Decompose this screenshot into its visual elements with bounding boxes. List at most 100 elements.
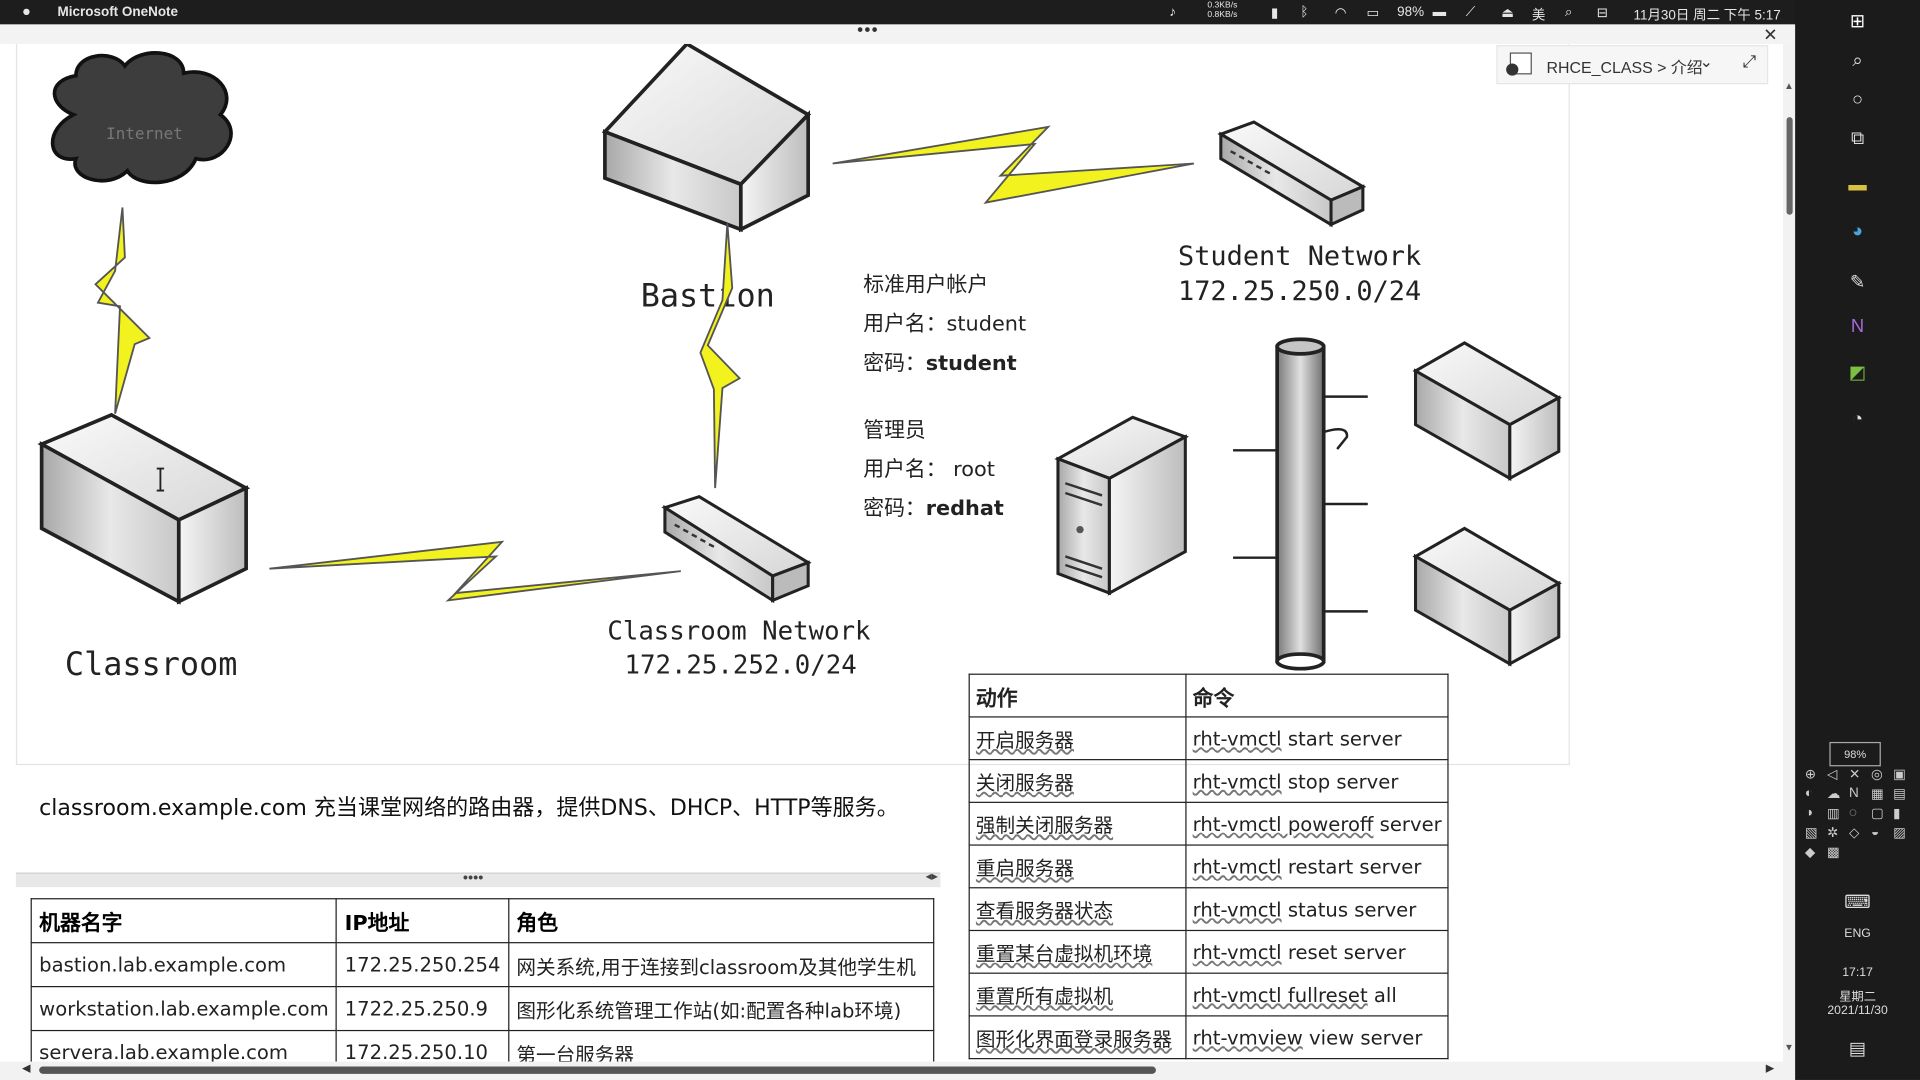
tray-icon[interactable]: ▨ <box>1893 826 1906 841</box>
tray-icon[interactable]: ▩ <box>1826 845 1840 861</box>
taskbar-time[interactable]: 17:17 <box>1842 966 1873 980</box>
table-cell[interactable]: 172.25.250.254 <box>336 942 510 988</box>
clock-app-icon[interactable]: ◔ <box>1852 408 1864 429</box>
close-icon[interactable]: ✕ <box>1763 24 1778 44</box>
keyboard-icon[interactable]: ⌨ <box>1844 892 1871 913</box>
note-canvas[interactable]: Internet Bastion <box>0 43 1783 1062</box>
table-move-handle-icon[interactable]: •••• <box>462 868 484 886</box>
battery-status-icon[interactable]: ▮ <box>1271 6 1279 21</box>
table-cell[interactable]: rht-vmctl restart server <box>1185 844 1450 889</box>
horizontal-scroll-thumb[interactable] <box>39 1066 1156 1074</box>
control-center-icon[interactable]: ⊟ <box>1596 6 1609 21</box>
tray-icon[interactable]: ✕ <box>1848 767 1861 783</box>
classroom-description[interactable]: classroom.example.com 充当课堂网络的路由器，提供DNS、D… <box>39 795 899 822</box>
battery-indicator[interactable]: 98% <box>1829 741 1881 767</box>
input-language[interactable]: ENG <box>1844 927 1871 941</box>
tray-icon[interactable]: ◎ <box>1871 767 1883 783</box>
mute-icon[interactable]: ⟋ <box>1465 4 1476 20</box>
table-cell[interactable]: 图形化界面登录服务器 <box>968 1015 1187 1060</box>
browser-icon[interactable]: ◕ <box>1852 220 1864 242</box>
onenote-taskbar-icon[interactable]: N <box>1850 315 1865 337</box>
taskbar-day[interactable]: 星期二 <box>1839 990 1876 1005</box>
header-action[interactable]: 动作 <box>968 673 1187 718</box>
machines-table[interactable]: 机器名字 IP地址 角色 bastion.lab.example.com 172… <box>30 898 934 1062</box>
input-method[interactable]: 美 <box>1531 8 1546 24</box>
tray-icon[interactable]: ▧ <box>1804 826 1818 841</box>
table-cell[interactable]: 重置某台虚拟机环境 <box>968 929 1187 974</box>
app-name[interactable]: Microsoft OneNote <box>57 4 179 20</box>
tray-icon[interactable]: ▦ <box>1871 787 1884 802</box>
tray-icon[interactable]: ▤ <box>1893 787 1906 802</box>
wifi-icon[interactable]: ◠ <box>1334 6 1347 21</box>
display-icon[interactable]: ▭ <box>1366 6 1380 21</box>
table-handle-bar[interactable]: •••• ◂▸ <box>15 869 941 888</box>
bluetooth-icon[interactable]: ᛒ <box>1300 4 1309 20</box>
table-cell[interactable]: rht-vmctl stop server <box>1185 759 1450 803</box>
table-cell[interactable]: bastion.lab.example.com <box>30 942 338 988</box>
header-command[interactable]: 命令 <box>1185 673 1450 718</box>
tray-icon[interactable]: ▢ <box>1871 806 1884 822</box>
file-explorer-icon[interactable]: ▬ <box>1848 173 1867 195</box>
header-role[interactable]: 角色 <box>507 898 934 944</box>
tray-icon[interactable]: ☁ <box>1826 787 1841 802</box>
more-options-icon[interactable]: ••• <box>857 19 879 40</box>
pen-tool-icon[interactable]: ✎ <box>1849 272 1866 293</box>
taskbar-date[interactable]: 2021/11/30 <box>1827 1004 1888 1018</box>
notification-icon[interactable]: ▤ <box>1848 1038 1867 1060</box>
table-cell[interactable]: 开启服务器 <box>968 716 1187 761</box>
tray-icon[interactable]: ◌ <box>1848 805 1858 821</box>
table-cell[interactable]: 172.25.250.10 <box>336 1029 510 1062</box>
table-cell[interactable]: rht-vmctl reset server <box>1185 929 1450 974</box>
music-icon[interactable]: ♪ <box>1169 4 1177 20</box>
header-machine-name[interactable]: 机器名字 <box>30 898 338 944</box>
table-cell[interactable]: rht-vmctl poweroff server <box>1185 801 1450 846</box>
battery-icon[interactable]: ▬ <box>1432 4 1447 20</box>
windows-start-icon[interactable]: ⊞ <box>1849 10 1866 32</box>
horizontal-scrollbar[interactable]: ◀ ▶ <box>0 1061 1796 1080</box>
scroll-up-icon[interactable]: ▲ <box>1784 80 1794 92</box>
table-cell[interactable]: 图形化系统管理工作站(如:配置各种lab环境) <box>507 986 934 1032</box>
tray-icon[interactable]: ⊕ <box>1804 767 1817 783</box>
scroll-left-icon[interactable]: ◀ <box>22 1061 31 1074</box>
table-cell[interactable]: 重置所有虚拟机 <box>968 972 1187 1017</box>
table-cell[interactable]: rht-vmctl fullreset all <box>1185 972 1450 1017</box>
tray-icon[interactable]: ◑ <box>1804 805 1814 821</box>
notebook-breadcrumb[interactable]: RHCE_CLASS > 介绍 ⌄ ⤢ <box>1496 45 1769 85</box>
tray-icon[interactable]: N <box>1848 785 1859 801</box>
vertical-scroll-thumb[interactable] <box>1786 117 1793 215</box>
table-cell[interactable]: 网关系统,用于连接到classroom及其他学生机 <box>507 942 934 988</box>
header-ip[interactable]: IP地址 <box>336 898 510 944</box>
table-cell[interactable]: rht-vmview view server <box>1185 1015 1450 1060</box>
app-icon[interactable]: ◩ <box>1848 362 1867 384</box>
tray-icon[interactable]: ◆ <box>1804 845 1816 861</box>
table-cell[interactable]: servera.lab.example.com <box>30 1029 338 1062</box>
expand-icon[interactable]: ⤢ <box>1742 51 1757 71</box>
tray-icon[interactable]: ◐ <box>1804 785 1814 801</box>
eject-icon[interactable]: ⏏ <box>1501 6 1514 21</box>
vertical-scrollbar[interactable]: ▲ ▼ <box>1782 43 1796 1062</box>
menubar-clock[interactable]: 11月30日 周二 下午 5:17 <box>1633 8 1781 24</box>
tray-icon[interactable]: ✲ <box>1826 826 1839 841</box>
task-view-icon[interactable]: ⧉ <box>1851 127 1865 149</box>
table-resize-arrows-icon[interactable]: ◂▸ <box>925 870 938 884</box>
tray-icon[interactable]: ▣ <box>1893 767 1906 783</box>
table-cell[interactable]: workstation.lab.example.com <box>30 986 338 1032</box>
table-cell[interactable]: 重启服务器 <box>968 844 1187 889</box>
tray-icon[interactable]: ◒ <box>1871 824 1880 840</box>
table-cell[interactable]: 强制关闭服务器 <box>968 801 1187 846</box>
commands-table[interactable]: 动作 命令 开启服务器 rht-vmctl start server 关闭服务器… <box>968 673 1450 1060</box>
table-cell[interactable]: 1722.25.250.9 <box>336 986 510 1032</box>
tray-icon[interactable]: ◁ <box>1826 767 1838 783</box>
chevron-down-icon[interactable]: ⌄ <box>1699 52 1713 71</box>
scroll-down-icon[interactable]: ▼ <box>1784 1042 1794 1054</box>
table-cell[interactable]: 第一台服务器 <box>507 1029 934 1062</box>
table-cell[interactable]: 查看服务器状态 <box>968 887 1187 932</box>
battery-percent[interactable]: 98% <box>1397 4 1425 20</box>
table-cell[interactable]: rht-vmctl status server <box>1185 887 1450 932</box>
table-cell[interactable]: rht-vmctl start server <box>1185 716 1450 761</box>
tray-icon[interactable]: ▥ <box>1826 806 1840 822</box>
search-icon[interactable]: ⌕ <box>1852 49 1863 71</box>
apple-icon[interactable]: ● <box>22 2 31 20</box>
scroll-right-icon[interactable]: ▶ <box>1765 1061 1775 1074</box>
cortana-icon[interactable]: ○ <box>1852 88 1864 110</box>
